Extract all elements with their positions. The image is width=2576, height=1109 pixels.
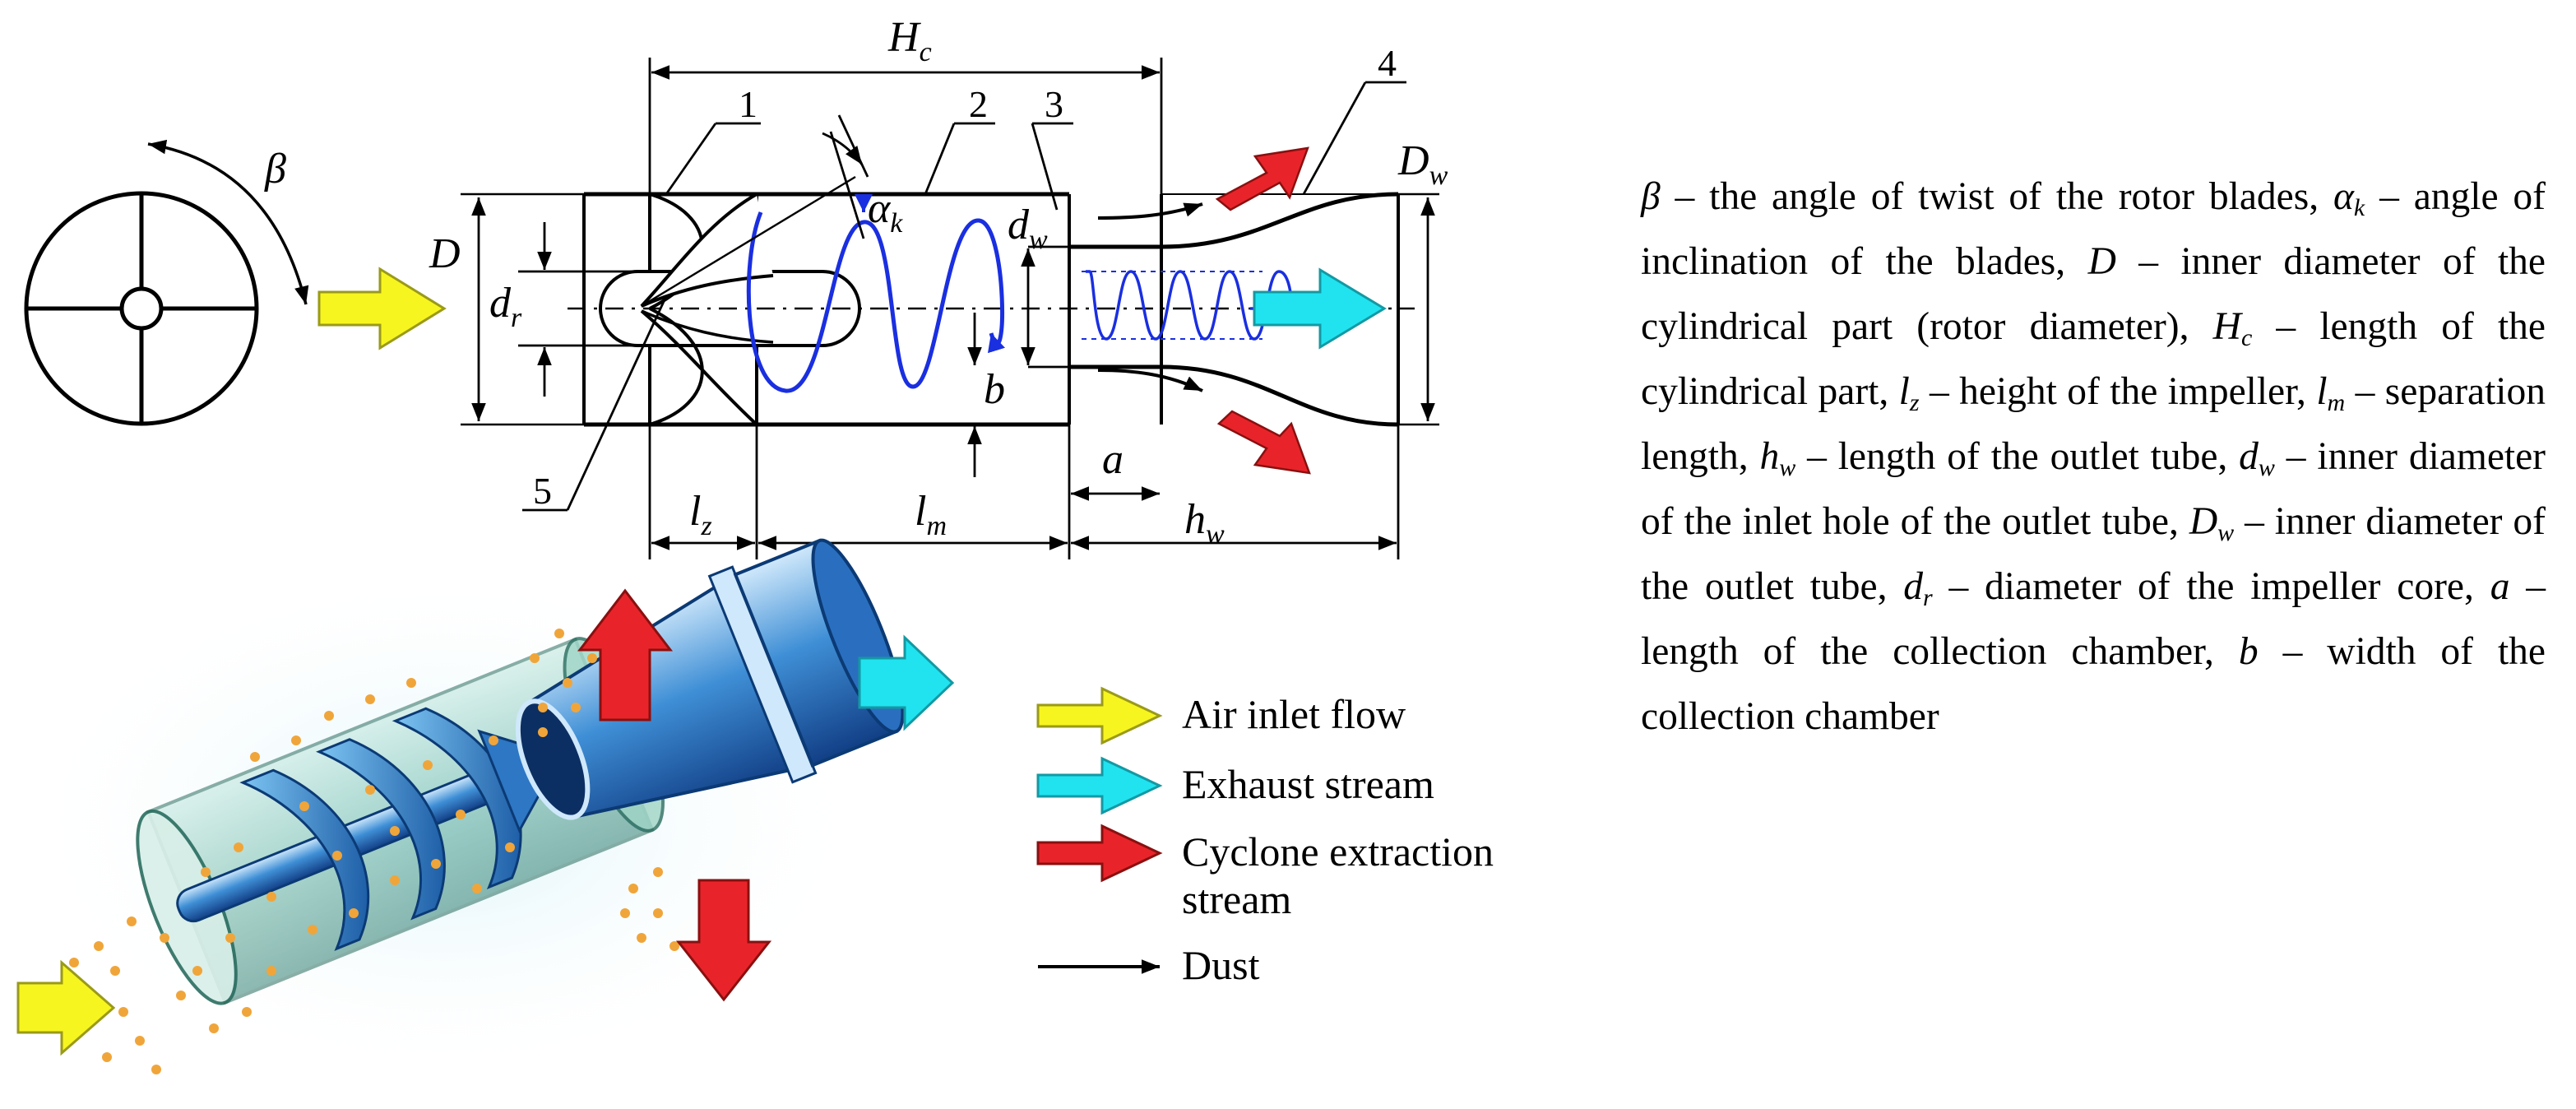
dw-label: dw bbox=[1008, 202, 1048, 255]
legend-dust: Dust bbox=[1182, 942, 1260, 988]
legend-air-inlet: Air inlet flow bbox=[1182, 691, 1406, 737]
dimension-lines bbox=[471, 58, 1435, 559]
sym-D: D bbox=[2087, 240, 2116, 283]
part-1-label: 1 bbox=[739, 83, 758, 125]
b-label: b bbox=[984, 366, 1005, 413]
3d-air-inlet-arrow bbox=[16, 959, 116, 1056]
legend-cyclone-line1: Cyclone extraction bbox=[1182, 828, 1494, 875]
dimension-labels: Hc 1 2 3 4 5 αk D dr dw Dw b a lz lm hw bbox=[429, 14, 1448, 550]
part-4-label: 4 bbox=[1378, 42, 1397, 84]
legend-exhaust: Exhaust stream bbox=[1182, 761, 1434, 807]
sym-hw: hw bbox=[1759, 435, 1796, 481]
rotor-front-view: β bbox=[24, 139, 309, 426]
beta-label: β bbox=[264, 146, 286, 193]
sym-a: a bbox=[2490, 565, 2510, 608]
part-3-label: 3 bbox=[1045, 83, 1063, 125]
hw-label: hw bbox=[1184, 496, 1225, 550]
sym-lz: lz bbox=[1898, 370, 1920, 416]
sym-beta: β bbox=[1641, 175, 1661, 218]
D-label: D bbox=[429, 230, 461, 277]
legend-exhaust-swatch bbox=[1036, 756, 1163, 815]
dust-arrow-top bbox=[1097, 202, 1203, 220]
cyclone-arrow-bottom bbox=[1216, 410, 1311, 475]
Dw-label: Dw bbox=[1397, 137, 1448, 191]
exhaust-arrow bbox=[1253, 267, 1387, 350]
part-2-label: 2 bbox=[969, 83, 988, 125]
sym-b: b bbox=[2238, 630, 2259, 673]
sym-Hc: Hc bbox=[2212, 305, 2253, 351]
symbol-description: β – the angle of twist of the rotor blad… bbox=[1641, 175, 2546, 738]
3d-cyclone-arrow-down bbox=[675, 879, 772, 1002]
dust-particles bbox=[53, 629, 679, 1074]
dust-arrow-bottom bbox=[1097, 369, 1203, 392]
3d-exhaust-arrow bbox=[858, 634, 955, 731]
legend-cyclone-line2: stream bbox=[1182, 876, 1291, 922]
cyclone-arrow-top bbox=[1215, 146, 1309, 211]
part-5-label: 5 bbox=[533, 470, 552, 512]
lz-label: lz bbox=[689, 488, 712, 541]
sym-lm: lm bbox=[2316, 370, 2346, 416]
sym-dw: dw bbox=[2239, 435, 2275, 481]
sym-alpha-k: αk bbox=[2333, 175, 2365, 221]
air-inlet-arrow bbox=[317, 267, 447, 350]
3d-cyclone-arrow-up bbox=[577, 588, 674, 722]
lm-label: lm bbox=[915, 488, 947, 541]
alpha-k-label: αk bbox=[868, 185, 903, 239]
Hc-label: Hc bbox=[887, 14, 932, 67]
dr-label: dr bbox=[489, 280, 522, 333]
sym-dr: dr bbox=[1903, 565, 1933, 611]
cyclone-3d-illustration bbox=[16, 538, 955, 1078]
legend-cyclone-swatch bbox=[1036, 824, 1163, 883]
side-section bbox=[461, 192, 1439, 427]
legend: Air inlet flow Exhaust stream Cyclone ex… bbox=[1036, 686, 1494, 988]
separation-spiral bbox=[746, 211, 1005, 393]
sym-Dw: Dw bbox=[2189, 500, 2235, 546]
a-label: a bbox=[1102, 436, 1124, 483]
legend-air-inlet-swatch bbox=[1036, 686, 1163, 745]
